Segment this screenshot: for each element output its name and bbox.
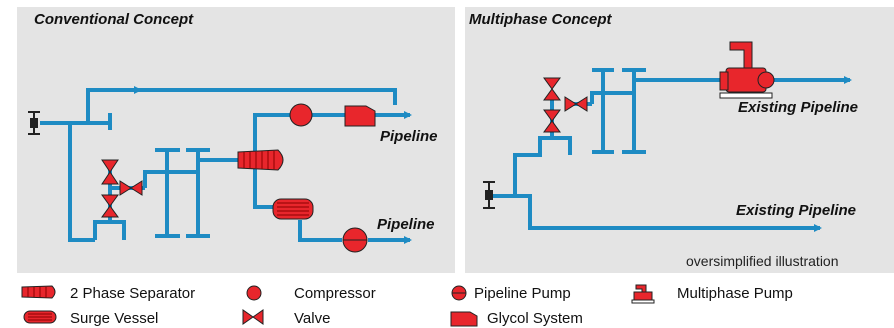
right-pipe-network (492, 68, 852, 232)
right-existing-pipeline-top-label: Existing Pipeline (738, 99, 859, 116)
conventional-concept-panel (17, 7, 455, 273)
left-separator-icon (237, 149, 284, 171)
right-wellhead-icon (483, 181, 495, 209)
conventional-concept-title: Conventional Concept (34, 11, 194, 28)
right-valve-upper-icon (543, 77, 561, 101)
right-valve-lower-icon (543, 109, 561, 133)
legend-glycol-system-icon (450, 311, 478, 327)
legend-pipeline-pump-icon (451, 285, 467, 301)
legend-multiphase-pump-label: Multiphase Pump (677, 285, 793, 302)
legend-pipeline-pump-label: Pipeline Pump (474, 285, 571, 302)
right-existing-pipeline-bottom-label: Existing Pipeline (736, 202, 857, 219)
oversimplified-note: oversimplified illustration (686, 253, 839, 269)
legend-compressor-label: Compressor (294, 285, 376, 302)
left-pipeline-top-label: Pipeline (380, 128, 438, 145)
left-wellhead-icon (28, 111, 40, 135)
legend-separator-icon (21, 285, 56, 299)
multiphase-concept-title: Multiphase Concept (469, 11, 612, 28)
legend-separator-label: 2 Phase Separator (70, 285, 196, 302)
legend-valve-label: Valve (294, 310, 331, 327)
legend-glycol-system-label: Glycol System (487, 310, 583, 327)
left-valve-upper-icon (101, 159, 119, 185)
left-valve-lower-icon (101, 194, 119, 218)
left-valve-horizontal-icon (119, 180, 143, 196)
left-glycol-system-icon (344, 105, 376, 127)
legend-surge-vessel-label: Surge Vessel (70, 310, 159, 327)
legend-multiphase-pump-icon (631, 284, 655, 304)
left-pipeline-bottom-label: Pipeline (377, 216, 435, 233)
left-pipeline-pump-icon (342, 227, 368, 253)
right-valve-horizontal-icon (564, 96, 588, 112)
left-compressor-icon (289, 103, 313, 127)
legend-valve-icon (242, 309, 264, 325)
legend-surge-vessel-icon (23, 310, 57, 324)
legend-compressor-icon (246, 285, 262, 301)
left-surge-vessel-icon (272, 198, 314, 220)
right-multiphase-pump-icon (719, 41, 775, 99)
